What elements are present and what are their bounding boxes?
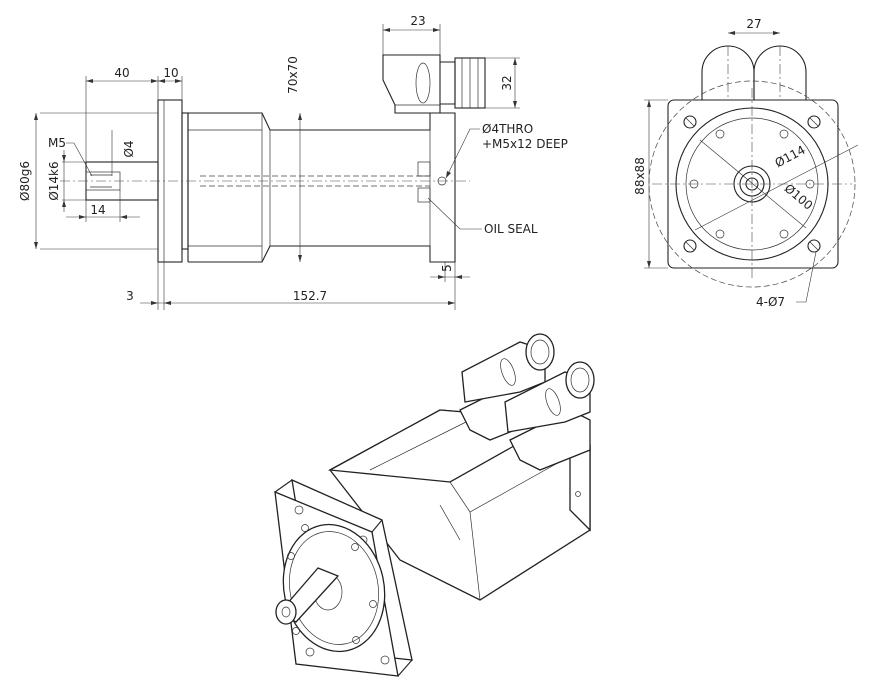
dim-shaft: Ø14k6: [47, 161, 61, 200]
dim-flange-square: 88x88: [633, 157, 647, 195]
dim-pilot: Ø80g6: [18, 161, 32, 201]
dim-circle-100: Ø100: [782, 181, 816, 213]
dim-circle-114: Ø114: [773, 143, 808, 171]
dim-thread-depth: 14: [90, 203, 105, 217]
isometric-view: [274, 333, 595, 677]
dim-flange-thickness: 10: [163, 66, 178, 80]
dim-body-length: 152.7: [293, 289, 327, 303]
dim-connector-width: 23: [410, 14, 425, 28]
side-view: 23 32 70x70 40 10 M5 Ø4: [18, 14, 568, 310]
dim-spigot: 3: [126, 289, 134, 303]
end-view: 27 88x88 Ø114 Ø100 4-Ø7: [633, 17, 859, 309]
dim-shaft-length: 40: [114, 66, 129, 80]
dim-rear: 5: [440, 264, 454, 272]
note-thro-line1: Ø4THRO: [482, 122, 533, 136]
dim-connector-spacing: 27: [746, 17, 761, 31]
note-thro-line2: +M5x12 DEEP: [482, 137, 568, 151]
dim-connector-height: 32: [500, 75, 514, 90]
label-thread: M5: [48, 136, 66, 150]
dim-square: 70x70: [286, 56, 300, 94]
dim-mount-holes: 4-Ø7: [756, 295, 785, 309]
dim-hole: Ø4: [122, 140, 136, 157]
note-oil-seal: OIL SEAL: [484, 222, 538, 236]
